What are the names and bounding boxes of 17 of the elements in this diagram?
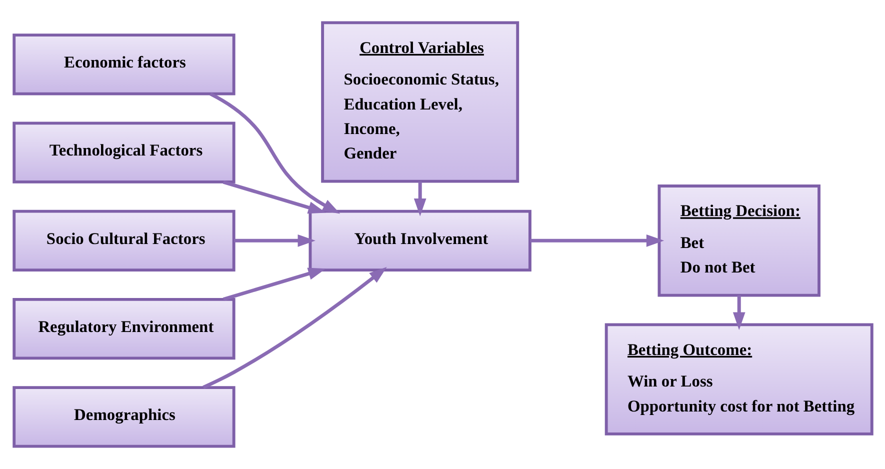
arrow: [222, 268, 326, 302]
node-box: Control Variables Socioeconomic Status, Education Level, Income, Gender: [320, 21, 519, 183]
arrow: [202, 266, 386, 389]
arrow: [732, 295, 745, 330]
arrow: [234, 234, 315, 247]
arrow: [530, 234, 664, 247]
node-box: Technological Factors: [12, 122, 235, 184]
arrow: [413, 182, 426, 216]
node-box: Betting Decision: Bet Do not Bet: [657, 184, 820, 297]
arrow: [222, 180, 326, 214]
node-box: Demographics: [12, 386, 235, 448]
arrow: [209, 92, 340, 214]
node-box: Betting Outcome: Win or Loss Opportunity cost for not Betting: [604, 323, 873, 436]
node-box: Socio Cultural Factors: [12, 210, 235, 272]
node-box: Youth Involvement: [308, 210, 531, 272]
node-box: Economic factors: [12, 34, 235, 96]
node-box: Regulatory Environment: [12, 298, 235, 360]
